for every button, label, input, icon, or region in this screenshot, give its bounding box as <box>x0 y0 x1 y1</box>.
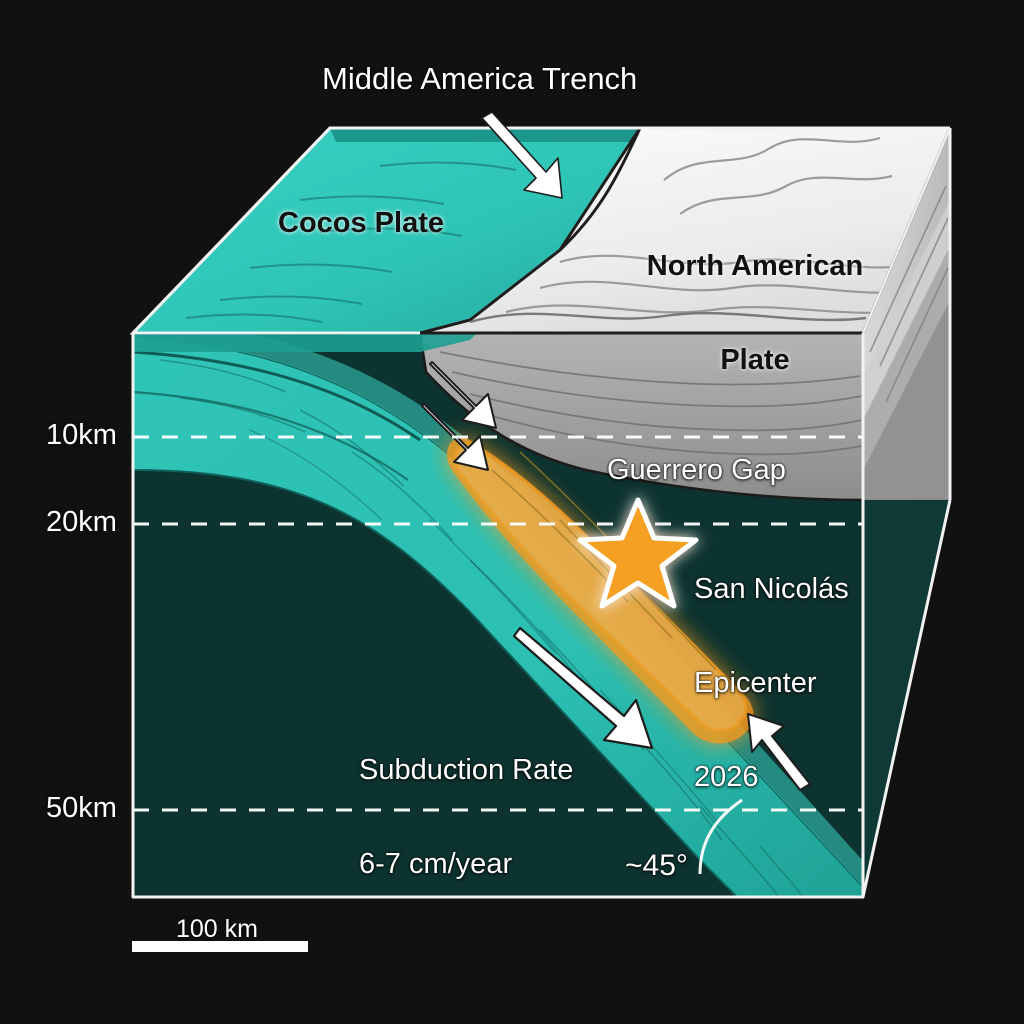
epicenter-label-line1: San Nicolás <box>694 572 849 605</box>
guerrero-gap-label: Guerrero Gap <box>607 454 786 486</box>
depth-tick-label-50km: 50km <box>46 792 117 824</box>
north-american-plate-label-line1: North American <box>646 249 864 282</box>
cocos-plate-label: Cocos Plate <box>278 207 444 239</box>
epicenter-star-marker[interactable] <box>577 497 699 609</box>
epicenter-label-line3: 2026 <box>694 760 759 793</box>
north-american-plate-top-surface <box>419 126 952 335</box>
scale-bar-label: 100 km <box>176 915 258 943</box>
depth-tick-label-20km: 20km <box>46 506 117 538</box>
subduction-rate-line2: 6-7 cm/year <box>359 847 513 880</box>
depth-gridlines <box>133 435 863 812</box>
scale-bar <box>132 941 308 952</box>
dip-angle-label: ~45° <box>625 849 688 882</box>
dip-angle-arc <box>698 798 743 875</box>
north-american-plate-label: North American Plate <box>640 188 870 439</box>
convergence-arrow-1 <box>429 361 497 429</box>
uplift-arrow <box>747 713 811 791</box>
cocos-slab-cross-section <box>133 333 863 897</box>
subduction-direction-arrow <box>512 626 654 750</box>
oceanic-crust-layers <box>133 350 421 481</box>
trench-label: Middle America Trench <box>322 61 638 96</box>
north-american-plate-label-line2: Plate <box>720 343 790 376</box>
subduction-rate-label: Subduction Rate 6-7 cm/year <box>359 692 573 943</box>
guerrero-gap-highlight <box>447 437 754 744</box>
trench-pointer-arrow <box>481 111 563 199</box>
epicenter-label: San Nicolás Epicenter 2026 <box>694 511 849 855</box>
depth-tick-label-10km: 10km <box>46 419 117 451</box>
epicenter-label-line2: Epicenter <box>694 666 817 699</box>
north-american-wedge-front <box>418 333 863 502</box>
block-wireframe <box>131 126 952 899</box>
subduction-rate-line1: Subduction Rate <box>359 753 574 786</box>
